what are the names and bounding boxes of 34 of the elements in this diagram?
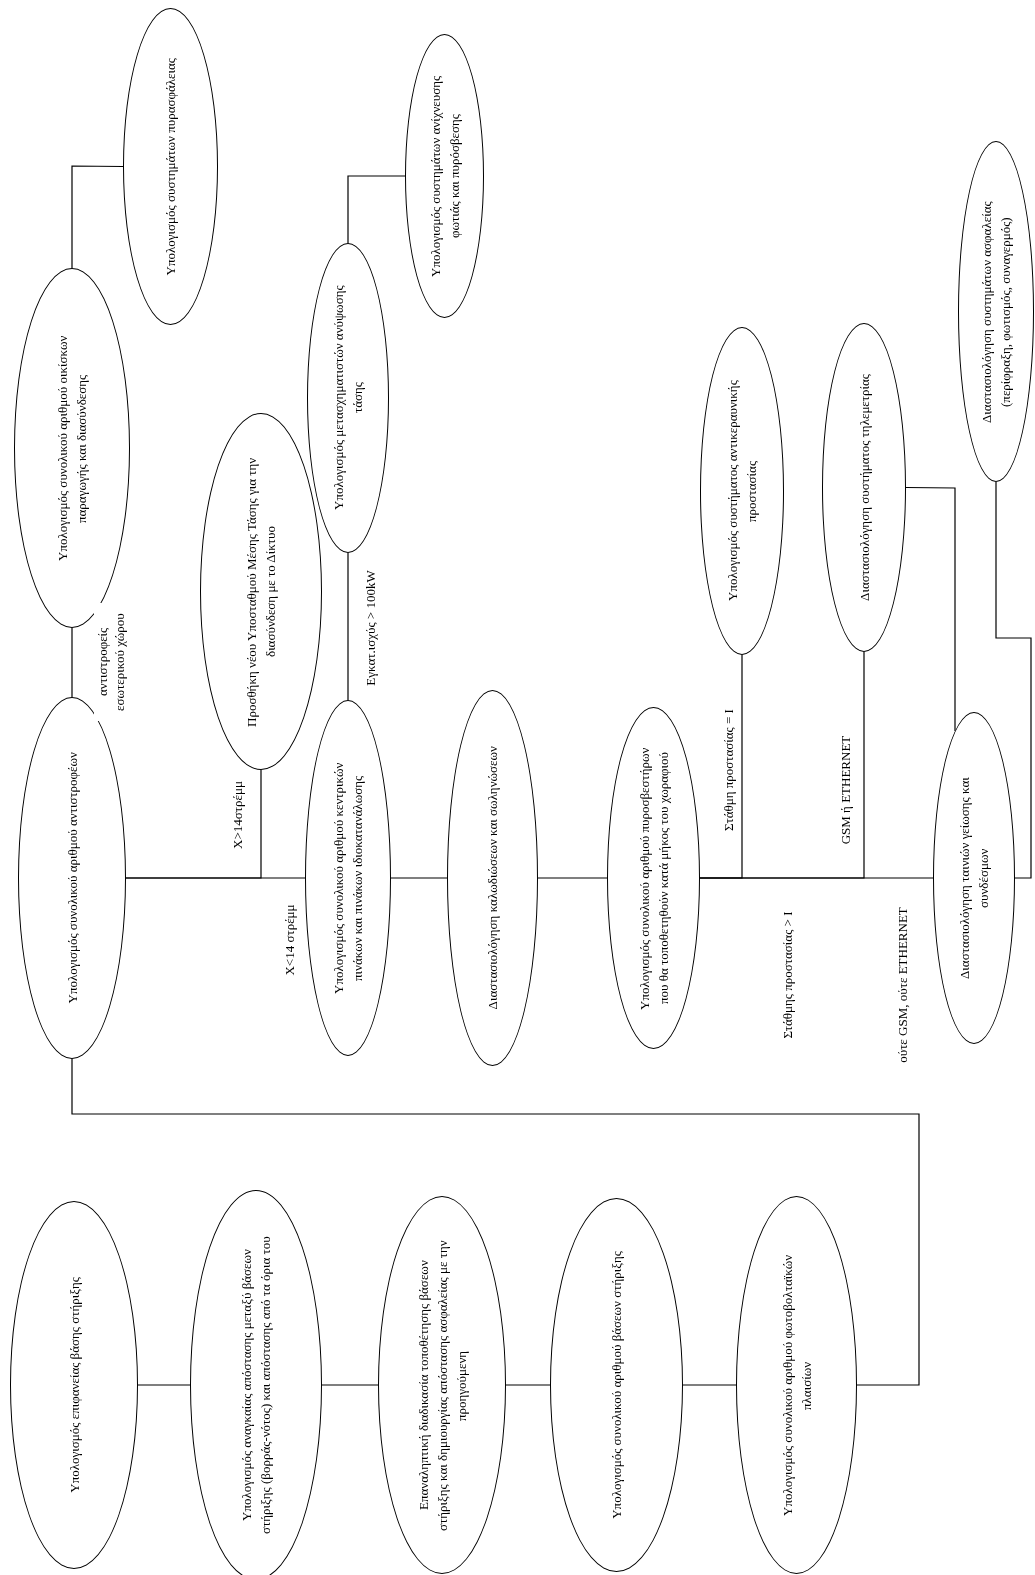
edge-label: αντιστροφείς εσωτερικού χώρου [94, 603, 128, 721]
node-text: Υπολογισμός αναγκαίας απόστασης μεταξύ βάσεων στήριξης (βορράς-νότος) και απόστασης από τα όρια του [238, 1235, 274, 1536]
connector-line [505, 1384, 551, 1386]
node-text: Υπολογισμός συστημάτων ανίχνευσης φωτιάς και πυρόσβεσης [426, 74, 463, 279]
node-text: Προσθήκη νέου Υποσταθμού Μέσης Τάσης για την διασύνδεση με το Δίκτυο [243, 455, 279, 729]
node-text: Υπολογισμός μετασχηματιστών ανύψωσης τάσης [330, 284, 366, 513]
connector-line [137, 1384, 191, 1386]
node-text: Υπολογισμός συνολικού αριθμού φωτοβολταϊκών πλαισίων [778, 1253, 815, 1518]
connector-line [347, 552, 349, 701]
connector-line [125, 877, 306, 879]
node-text: Υπολογισμός συστημάτων πυρασφάλειας [162, 57, 179, 276]
node-text: Διαστασιολόγηση ταινιών γείωσης και συνδέσμων [956, 776, 992, 981]
node-text: Υπολογισμός συνολικού αριθμού βάσεων στήριξης [608, 1251, 625, 1519]
connector-line [995, 481, 1032, 879]
connector-line [321, 1384, 379, 1386]
connector-line [347, 175, 406, 244]
connector-line [537, 877, 608, 879]
node-text: Επαναληπτική διαδικασία τοποθέτησης βάσεων στήριξης και δημιουργίας απόστασης ασφαλείας με την προηγούμενη [414, 1238, 470, 1533]
node-text: Διαστασιολόγηση συστημάτων ασφαλείας (περίφραξη, φωτισμός, συναγερμός) [978, 199, 1014, 425]
connector-line [905, 486, 956, 732]
node-text: Υπολογισμός συστήματος αντικεραυνικής προστασίας [724, 379, 760, 604]
node-text: Υπολογισμός επιφανείας βάσης στήριξης [65, 1277, 83, 1493]
node-text: Διαστασιολόγηση καλωδιώσεων και σωληνώσεων [484, 746, 501, 1010]
connector-line [71, 627, 73, 698]
node-text: Υπολογισμός συνολικού αριθμού πυροσβεστήρων που θα τοποθετηθούν κατά μήκος του χωραφιού [635, 745, 672, 1012]
connector-line [390, 877, 448, 879]
connector-line [682, 1384, 737, 1386]
node-text: Υπολογισμός συνολικού αριθμού κεντρικών πινάκων και πινάκων ιδιοκατανάλωσης [330, 761, 366, 996]
node-text: Διαστασιολόγηση συστήματος τηλεμετρίας [855, 374, 873, 601]
connector-line [699, 877, 934, 879]
node-text: Υπολογισμός συνολικού αριθμού οικίσκων παραγωγής και διασύνδεσης [54, 334, 90, 563]
node-text: Υπολογισμός συνολικού αριθμού αντιστροφέων [63, 752, 81, 1004]
connector-line [71, 1058, 920, 1386]
connector-line [71, 165, 124, 269]
